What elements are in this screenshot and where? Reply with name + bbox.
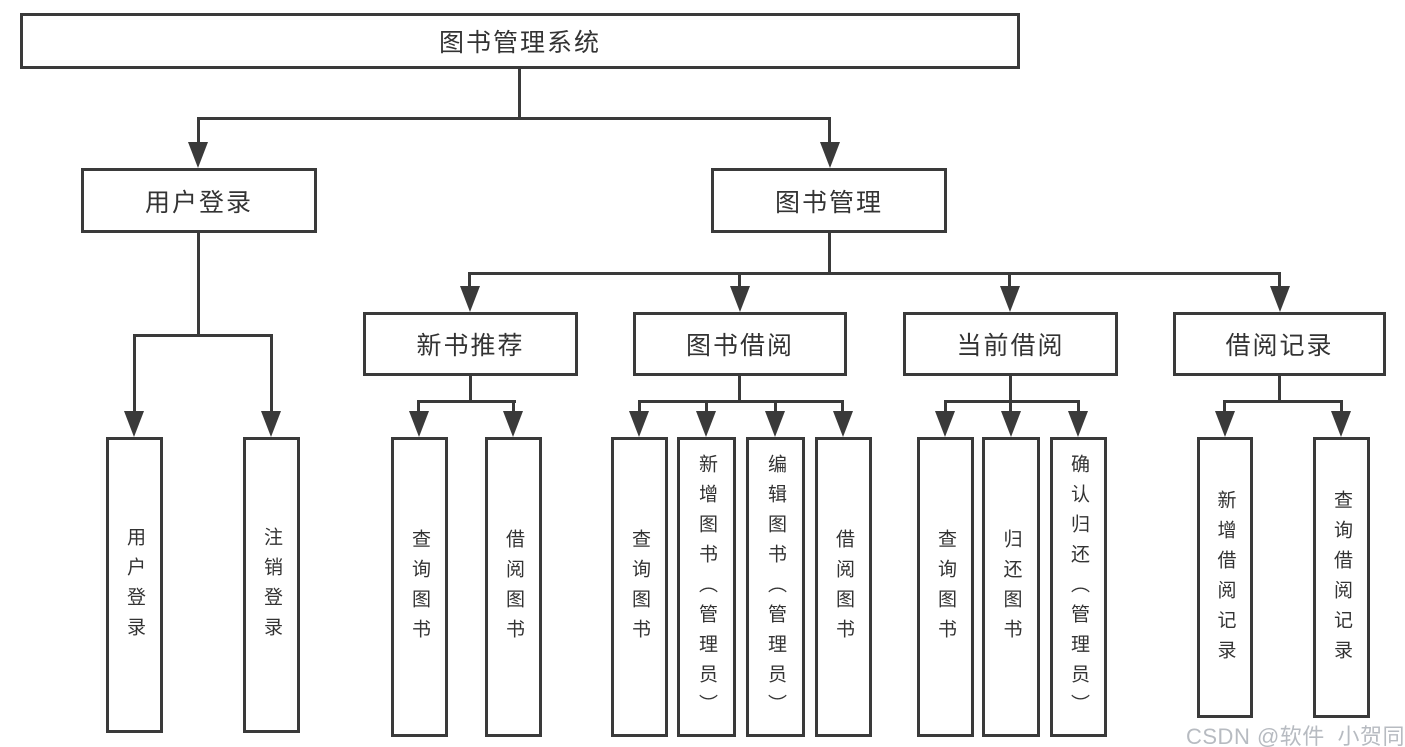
connector-stem: [133, 334, 136, 416]
connector-stem: [774, 400, 777, 416]
arrowhead-down-icon: [696, 411, 716, 437]
csdn-watermark: CSDN @软件_小贺同学: [1186, 724, 1405, 747]
connector-stem: [1009, 400, 1012, 416]
arrowhead-down-icon: [1000, 286, 1020, 312]
arrowhead-down-icon: [188, 142, 208, 168]
connector-bar: [133, 334, 273, 337]
arrowhead-down-icon: [765, 411, 785, 437]
connector-stem: [468, 272, 471, 294]
arrowhead-down-icon: [1331, 411, 1351, 437]
connector-stem: [1223, 400, 1226, 416]
connector-bar: [417, 400, 516, 403]
connector-stem: [828, 117, 831, 150]
node-new-book-recommend: 新书推荐: [363, 312, 578, 376]
connector-stem: [738, 272, 741, 294]
arrowhead-down-icon: [1068, 411, 1088, 437]
connector-root-stem: [518, 69, 521, 119]
connector-stem: [512, 400, 515, 416]
connector-level2-bar: [468, 272, 1281, 275]
arrowhead-down-icon: [833, 411, 853, 437]
node-borrow-records: 借阅记录: [1173, 312, 1386, 376]
connector-stem: [944, 400, 947, 416]
connector-stem: [1009, 376, 1012, 403]
node-user-login: 用户登录: [81, 168, 317, 233]
arrowhead-down-icon: [629, 411, 649, 437]
connector-stem: [1077, 400, 1080, 416]
connector-bar: [1223, 400, 1343, 403]
arrowhead-down-icon: [730, 286, 750, 312]
connector-bar: [944, 400, 1080, 403]
connector-stem: [705, 400, 708, 416]
arrowhead-down-icon: [1215, 411, 1235, 437]
connector-stem: [1008, 272, 1011, 294]
connector-stem: [1278, 272, 1281, 294]
leaf-query-books: 查询图书: [611, 437, 668, 737]
connector-stem: [197, 117, 200, 150]
connector-bar: [638, 400, 844, 403]
connector-level1-bar: [197, 117, 831, 120]
leaf-add-borrow-record: 新增借阅记录: [1197, 437, 1253, 718]
leaf-query-books: 查询图书: [917, 437, 974, 737]
arrowhead-down-icon: [460, 286, 480, 312]
node-current-borrowing: 当前借阅: [903, 312, 1118, 376]
leaf-borrow-books: 借阅图书: [485, 437, 542, 737]
connector-stem: [638, 400, 641, 416]
leaf-query-books: 查询图书: [391, 437, 448, 737]
connector-stem: [417, 400, 420, 416]
connector-stem: [270, 334, 273, 416]
leaf-logout: 注销登录: [243, 437, 300, 733]
arrowhead-down-icon: [409, 411, 429, 437]
node-root-system: 图书管理系统: [20, 13, 1020, 69]
arrowhead-down-icon: [124, 411, 144, 437]
connector-stem: [1278, 376, 1281, 403]
leaf-add-books-admin: 新增图书（管理员）: [677, 437, 736, 737]
leaf-edit-books-admin: 编辑图书（管理员）: [746, 437, 805, 737]
connector-stem: [828, 233, 831, 275]
leaf-confirm-return-admin: 确认归还（管理员）: [1050, 437, 1107, 737]
arrowhead-down-icon: [261, 411, 281, 437]
arrowhead-down-icon: [1001, 411, 1021, 437]
leaf-return-books: 归还图书: [982, 437, 1040, 737]
arrowhead-down-icon: [820, 142, 840, 168]
connector-stem: [469, 376, 472, 403]
arrowhead-down-icon: [503, 411, 523, 437]
leaf-query-borrow-record: 查询借阅记录: [1313, 437, 1370, 718]
connector-stem: [738, 376, 741, 403]
node-book-borrowing: 图书借阅: [633, 312, 847, 376]
arrowhead-down-icon: [935, 411, 955, 437]
connector-stem: [197, 233, 200, 337]
leaf-user-login: 用户登录: [106, 437, 163, 733]
leaf-borrow-books: 借阅图书: [815, 437, 872, 737]
node-book-management: 图书管理: [711, 168, 947, 233]
connector-stem: [1340, 400, 1343, 416]
arrowhead-down-icon: [1270, 286, 1290, 312]
connector-stem: [841, 400, 844, 416]
